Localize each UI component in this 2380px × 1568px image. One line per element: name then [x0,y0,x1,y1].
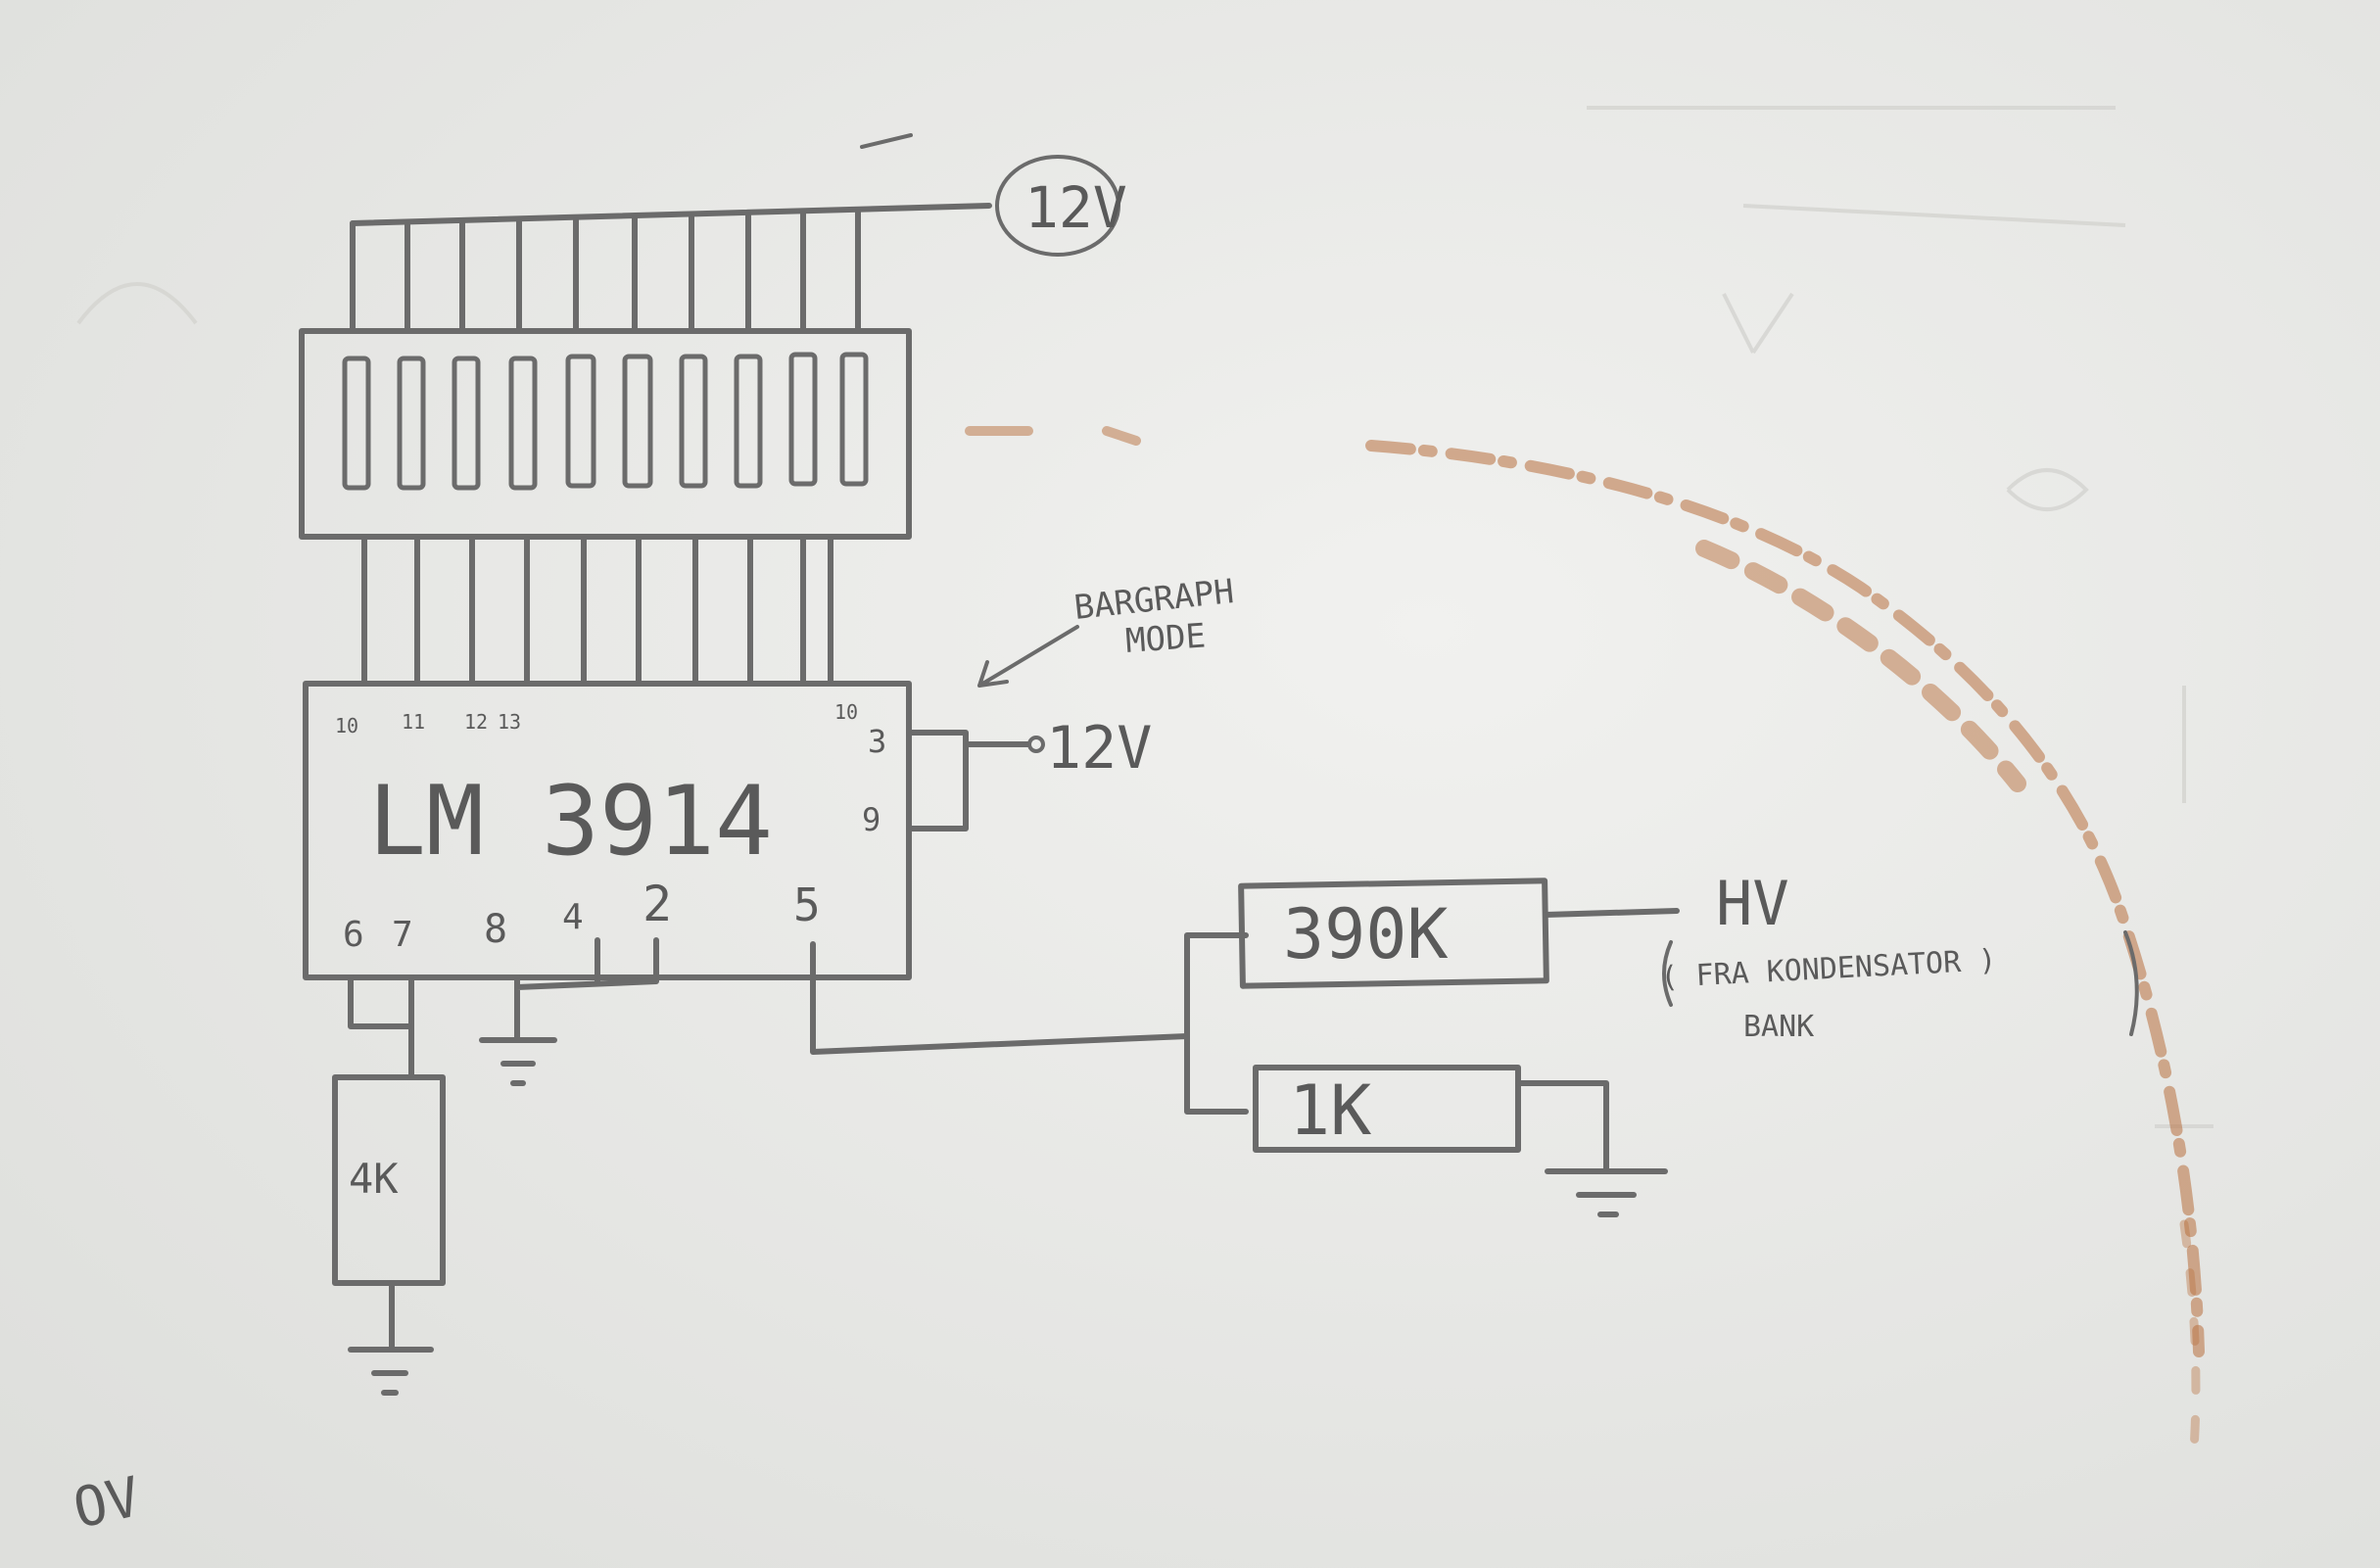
chip-pin-3: 3 [868,723,886,760]
resistor-1k-label: 1K [1289,1070,1371,1151]
resistor-4k-label: 4K [349,1155,399,1203]
supply-top-label: 12V [1024,174,1127,241]
supply-mode-label: 12V [1046,714,1152,783]
corner-scribble: OV [68,1465,145,1542]
hv-label: HV [1716,868,1789,939]
chip-pin-5: 5 [793,879,821,931]
hv-note-bracket-right [2123,930,2139,1036]
chip-pin-10: 10 [335,714,358,737]
ground-symbol-middle [479,1037,557,1086]
ground-symbol-left [348,1347,434,1396]
r1k-ground-wire [1515,1080,1609,1174]
top-supply-bus [350,203,992,226]
chip-pin-2: 2 [643,876,672,932]
chip-pin-9: 9 [862,801,881,838]
mode-note-line2: MODE [1124,616,1207,661]
led-bargraph-body [299,328,912,540]
chip-pin-8: 8 [484,907,507,952]
rust-stain [965,426,2205,1454]
chip-pin-6: 6 [343,915,364,955]
pins-8-4-2-wire [514,937,659,1043]
chip-pin-top-right: 10 [834,700,858,724]
rset-wire [348,974,414,1080]
mode-wire [906,730,1031,832]
chip-pin-11: 11 [402,710,425,734]
chip-name: LM 3914 [368,766,773,878]
supply-mode-terminal [1027,736,1045,753]
hv-note-bracket-left [1662,940,1673,1007]
led-segments [342,352,869,491]
supply-leads-top [350,207,861,334]
mode-note-arrow [977,625,1079,688]
chip-pin-7: 7 [392,915,413,955]
resistor-390k-body [1238,878,1549,989]
chip-pin-4: 4 [562,897,584,937]
chip-pin-12: 12 [464,710,488,734]
supply-top-terminal [995,155,1120,257]
resistor-390k-label: 390K [1283,894,1449,974]
hv-wire [1543,908,1680,918]
led-to-chip-leads [361,534,833,687]
hv-note-line2: BANK [1743,1010,1814,1044]
resistor-1k-body [1253,1065,1521,1153]
chip-pin-13: 13 [498,710,521,734]
signal-wire [810,941,1190,1055]
ground-symbol-right [1545,1168,1668,1217]
ghost-marks [76,106,2213,1128]
top-scratch-mark [860,133,913,149]
divider-junction-wire [1184,932,1249,1115]
